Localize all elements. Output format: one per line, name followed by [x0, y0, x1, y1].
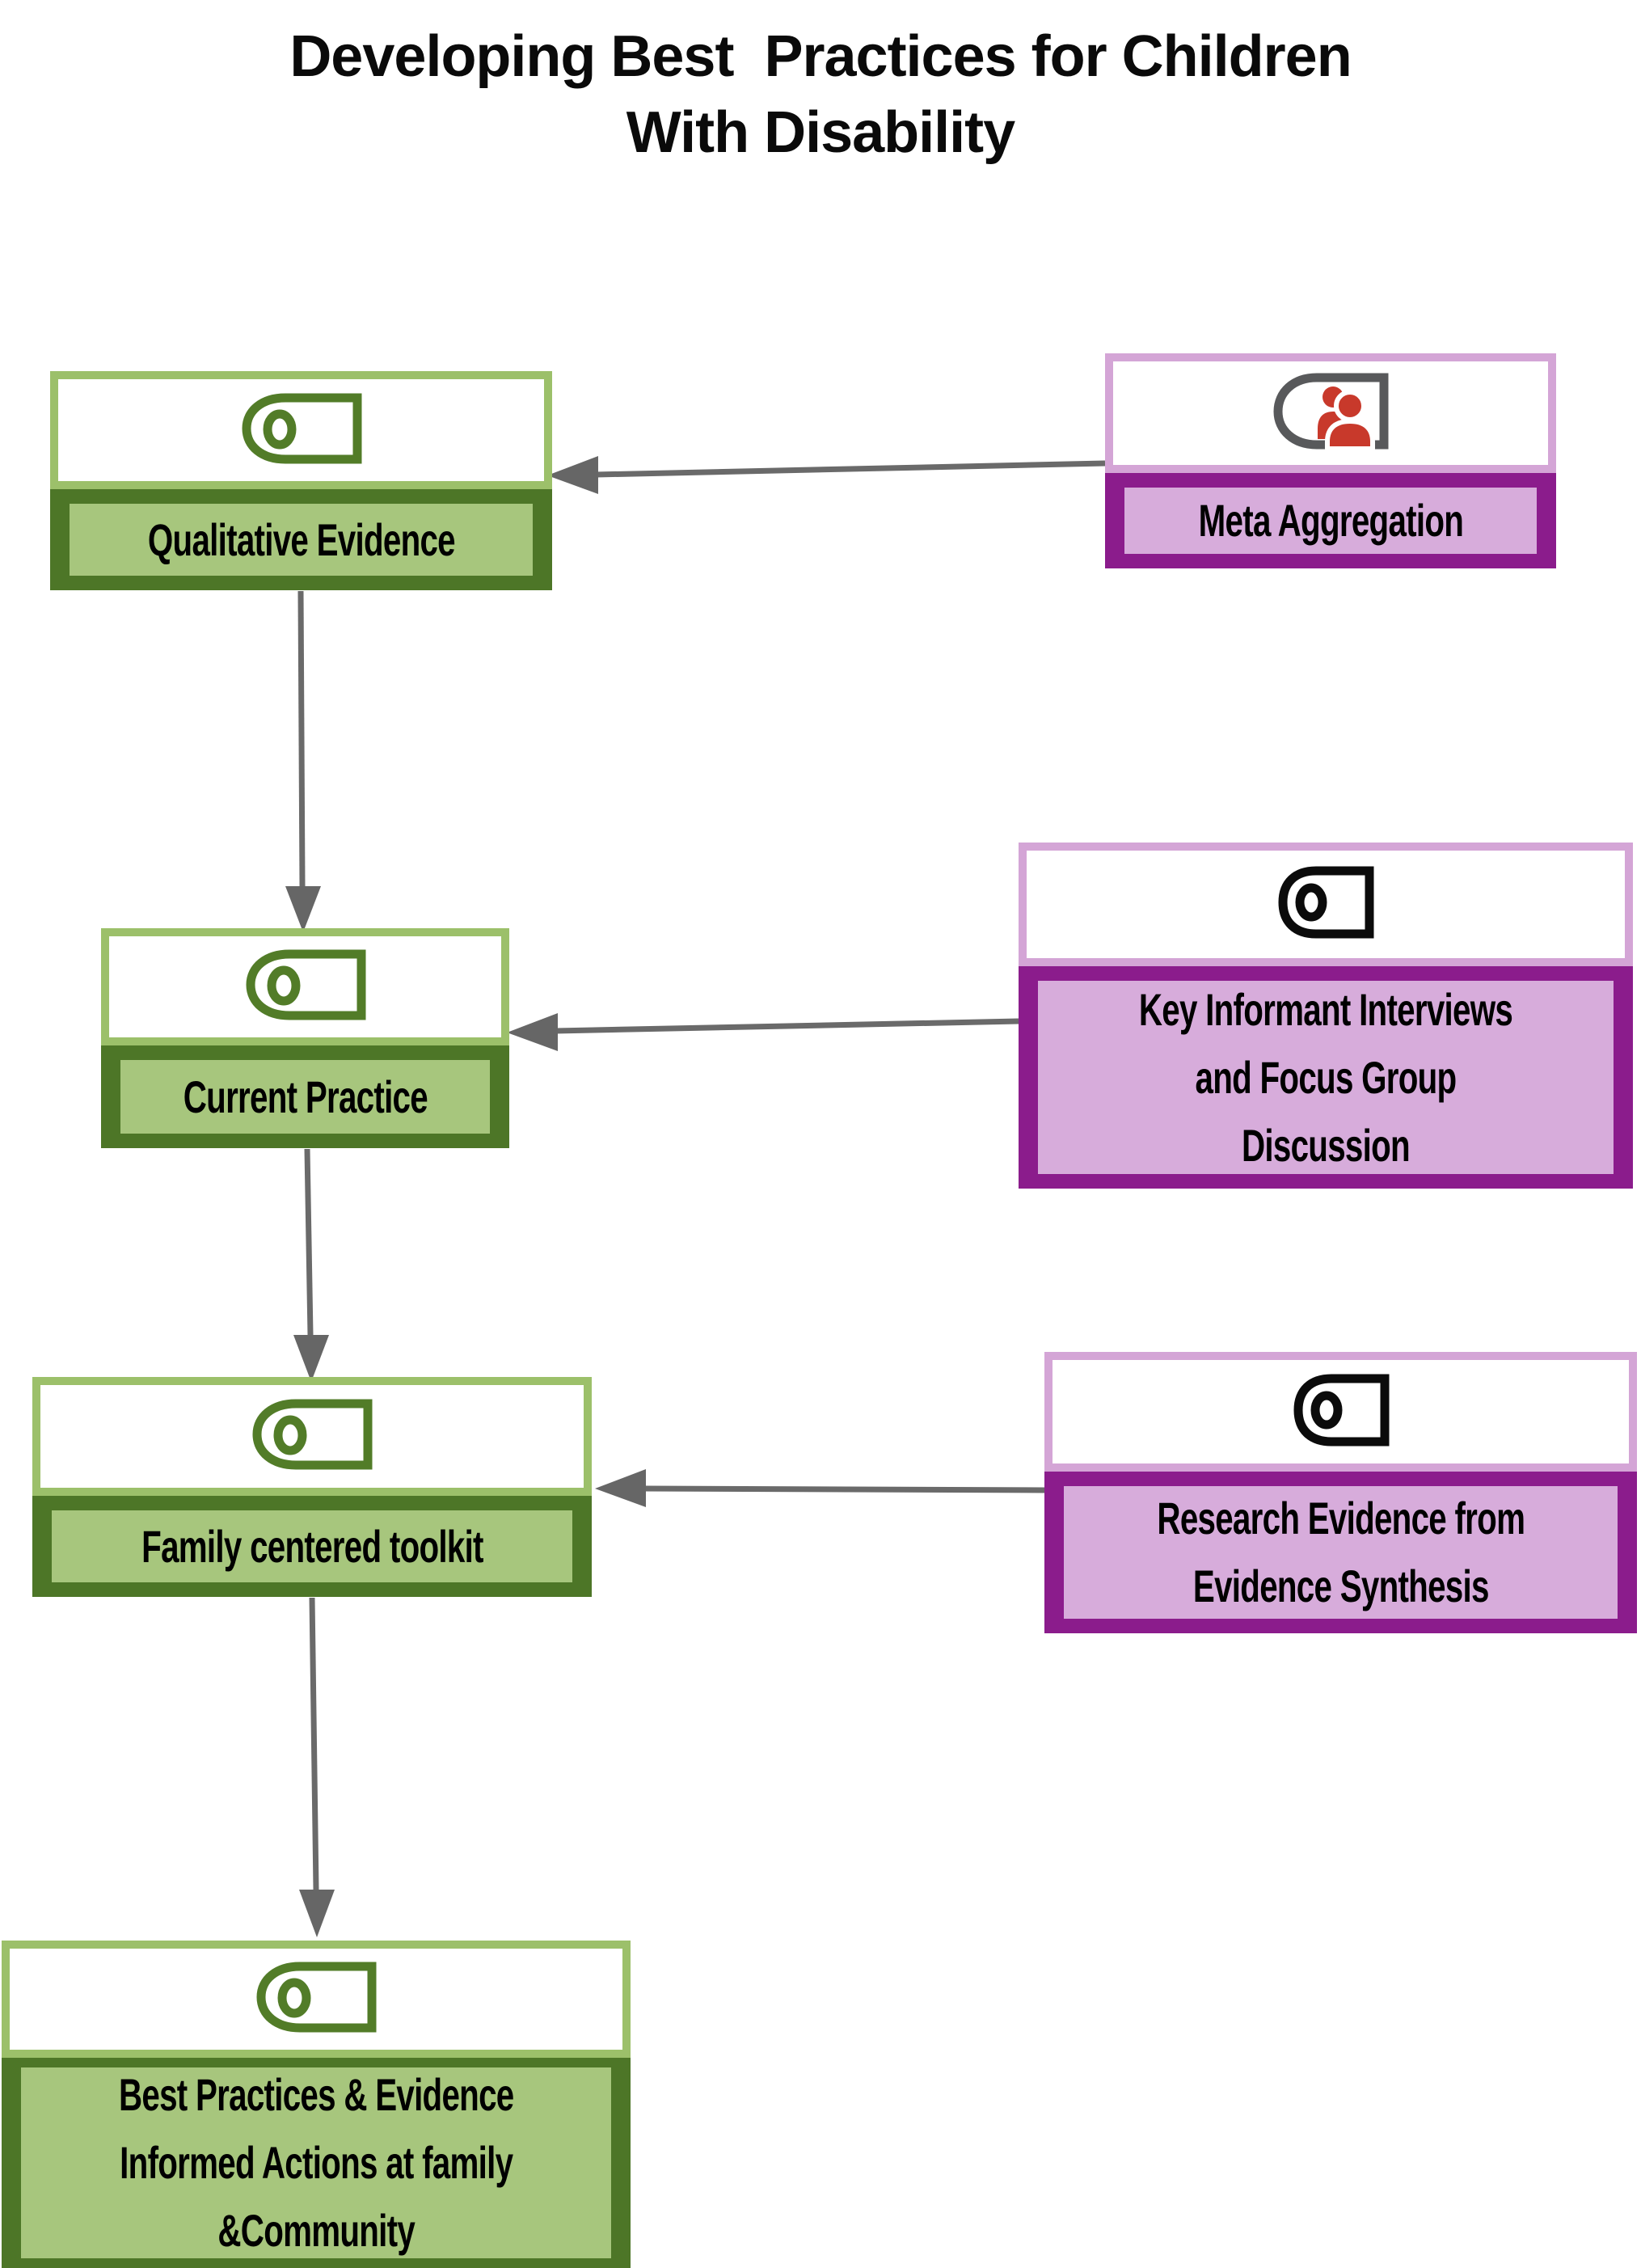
node-icon-panel	[32, 1377, 592, 1496]
tag-icon	[245, 948, 366, 1025]
node-label-band: Key Informant Interviews and Focus Group…	[1019, 966, 1633, 1189]
node-icon-panel	[101, 928, 509, 1045]
node-label: Best Practices & Evidence Informed Actio…	[118, 2069, 514, 2256]
arrowhead-left-icon	[547, 456, 598, 494]
arrowhead-down-icon	[293, 1335, 329, 1382]
node-icon-panel	[1019, 843, 1633, 966]
node-research-evidence: Research Evidence from Evidence Synthesi…	[1044, 1352, 1637, 1633]
edge-current-to-family	[304, 1148, 314, 1336]
node-current-practice: Current Practice	[101, 928, 509, 1148]
node-meta-aggregation: Meta Aggregation	[1105, 353, 1556, 568]
arrowhead-down-icon	[285, 886, 321, 932]
edge-qualitative-to-current	[297, 590, 306, 887]
node-label: Meta Aggregation	[1198, 495, 1463, 546]
tag-icon	[255, 1961, 377, 2038]
tag-icon	[241, 392, 362, 469]
people-tag-icon	[1272, 372, 1390, 454]
node-label: Current Practice	[183, 1071, 428, 1122]
node-label: Qualitative Evidence	[147, 513, 455, 565]
node-icon-panel	[1105, 353, 1556, 473]
edge-key-to-current	[555, 1018, 1019, 1034]
edge-research-to-family	[643, 1485, 1045, 1493]
node-key-informant-interviews: Key Informant Interviews and Focus Group…	[1019, 843, 1633, 1189]
node-label-band: Best Practices & Evidence Informed Actio…	[2, 2058, 631, 2268]
node-label-band: Research Evidence from Evidence Synthesi…	[1044, 1472, 1637, 1633]
node-label-band: Meta Aggregation	[1105, 473, 1556, 568]
tag-icon	[1277, 865, 1374, 944]
node-label-band: Family centered toolkit	[32, 1496, 592, 1597]
arrowhead-left-icon	[507, 1013, 558, 1051]
tag-icon	[251, 1398, 373, 1475]
node-icon-panel	[2, 1941, 631, 2058]
node-label-band: Qualitative Evidence	[50, 489, 552, 590]
arrowhead-left-icon	[595, 1469, 646, 1507]
node-best-practices: Best Practices & Evidence Informed Actio…	[2, 1941, 631, 2268]
node-label: Key Informant Interviews and Focus Group…	[1138, 983, 1513, 1171]
tag-icon	[1293, 1373, 1390, 1451]
arrowhead-down-icon	[299, 1890, 335, 1937]
edge-meta-to-qualitative	[595, 460, 1106, 478]
node-qualitative-evidence: Qualitative Evidence	[50, 371, 552, 590]
edge-family-to-best	[309, 1597, 319, 1890]
node-icon-panel	[1044, 1352, 1637, 1472]
node-icon-panel	[50, 371, 552, 489]
page-title: Developing Best Practices for Children W…	[289, 24, 1352, 165]
node-label: Family centered toolkit	[141, 1520, 483, 1572]
node-family-centered-toolkit: Family centered toolkit	[32, 1377, 592, 1597]
node-label-band: Current Practice	[101, 1045, 509, 1148]
node-label: Research Evidence from Evidence Synthesi…	[1157, 1493, 1525, 1611]
